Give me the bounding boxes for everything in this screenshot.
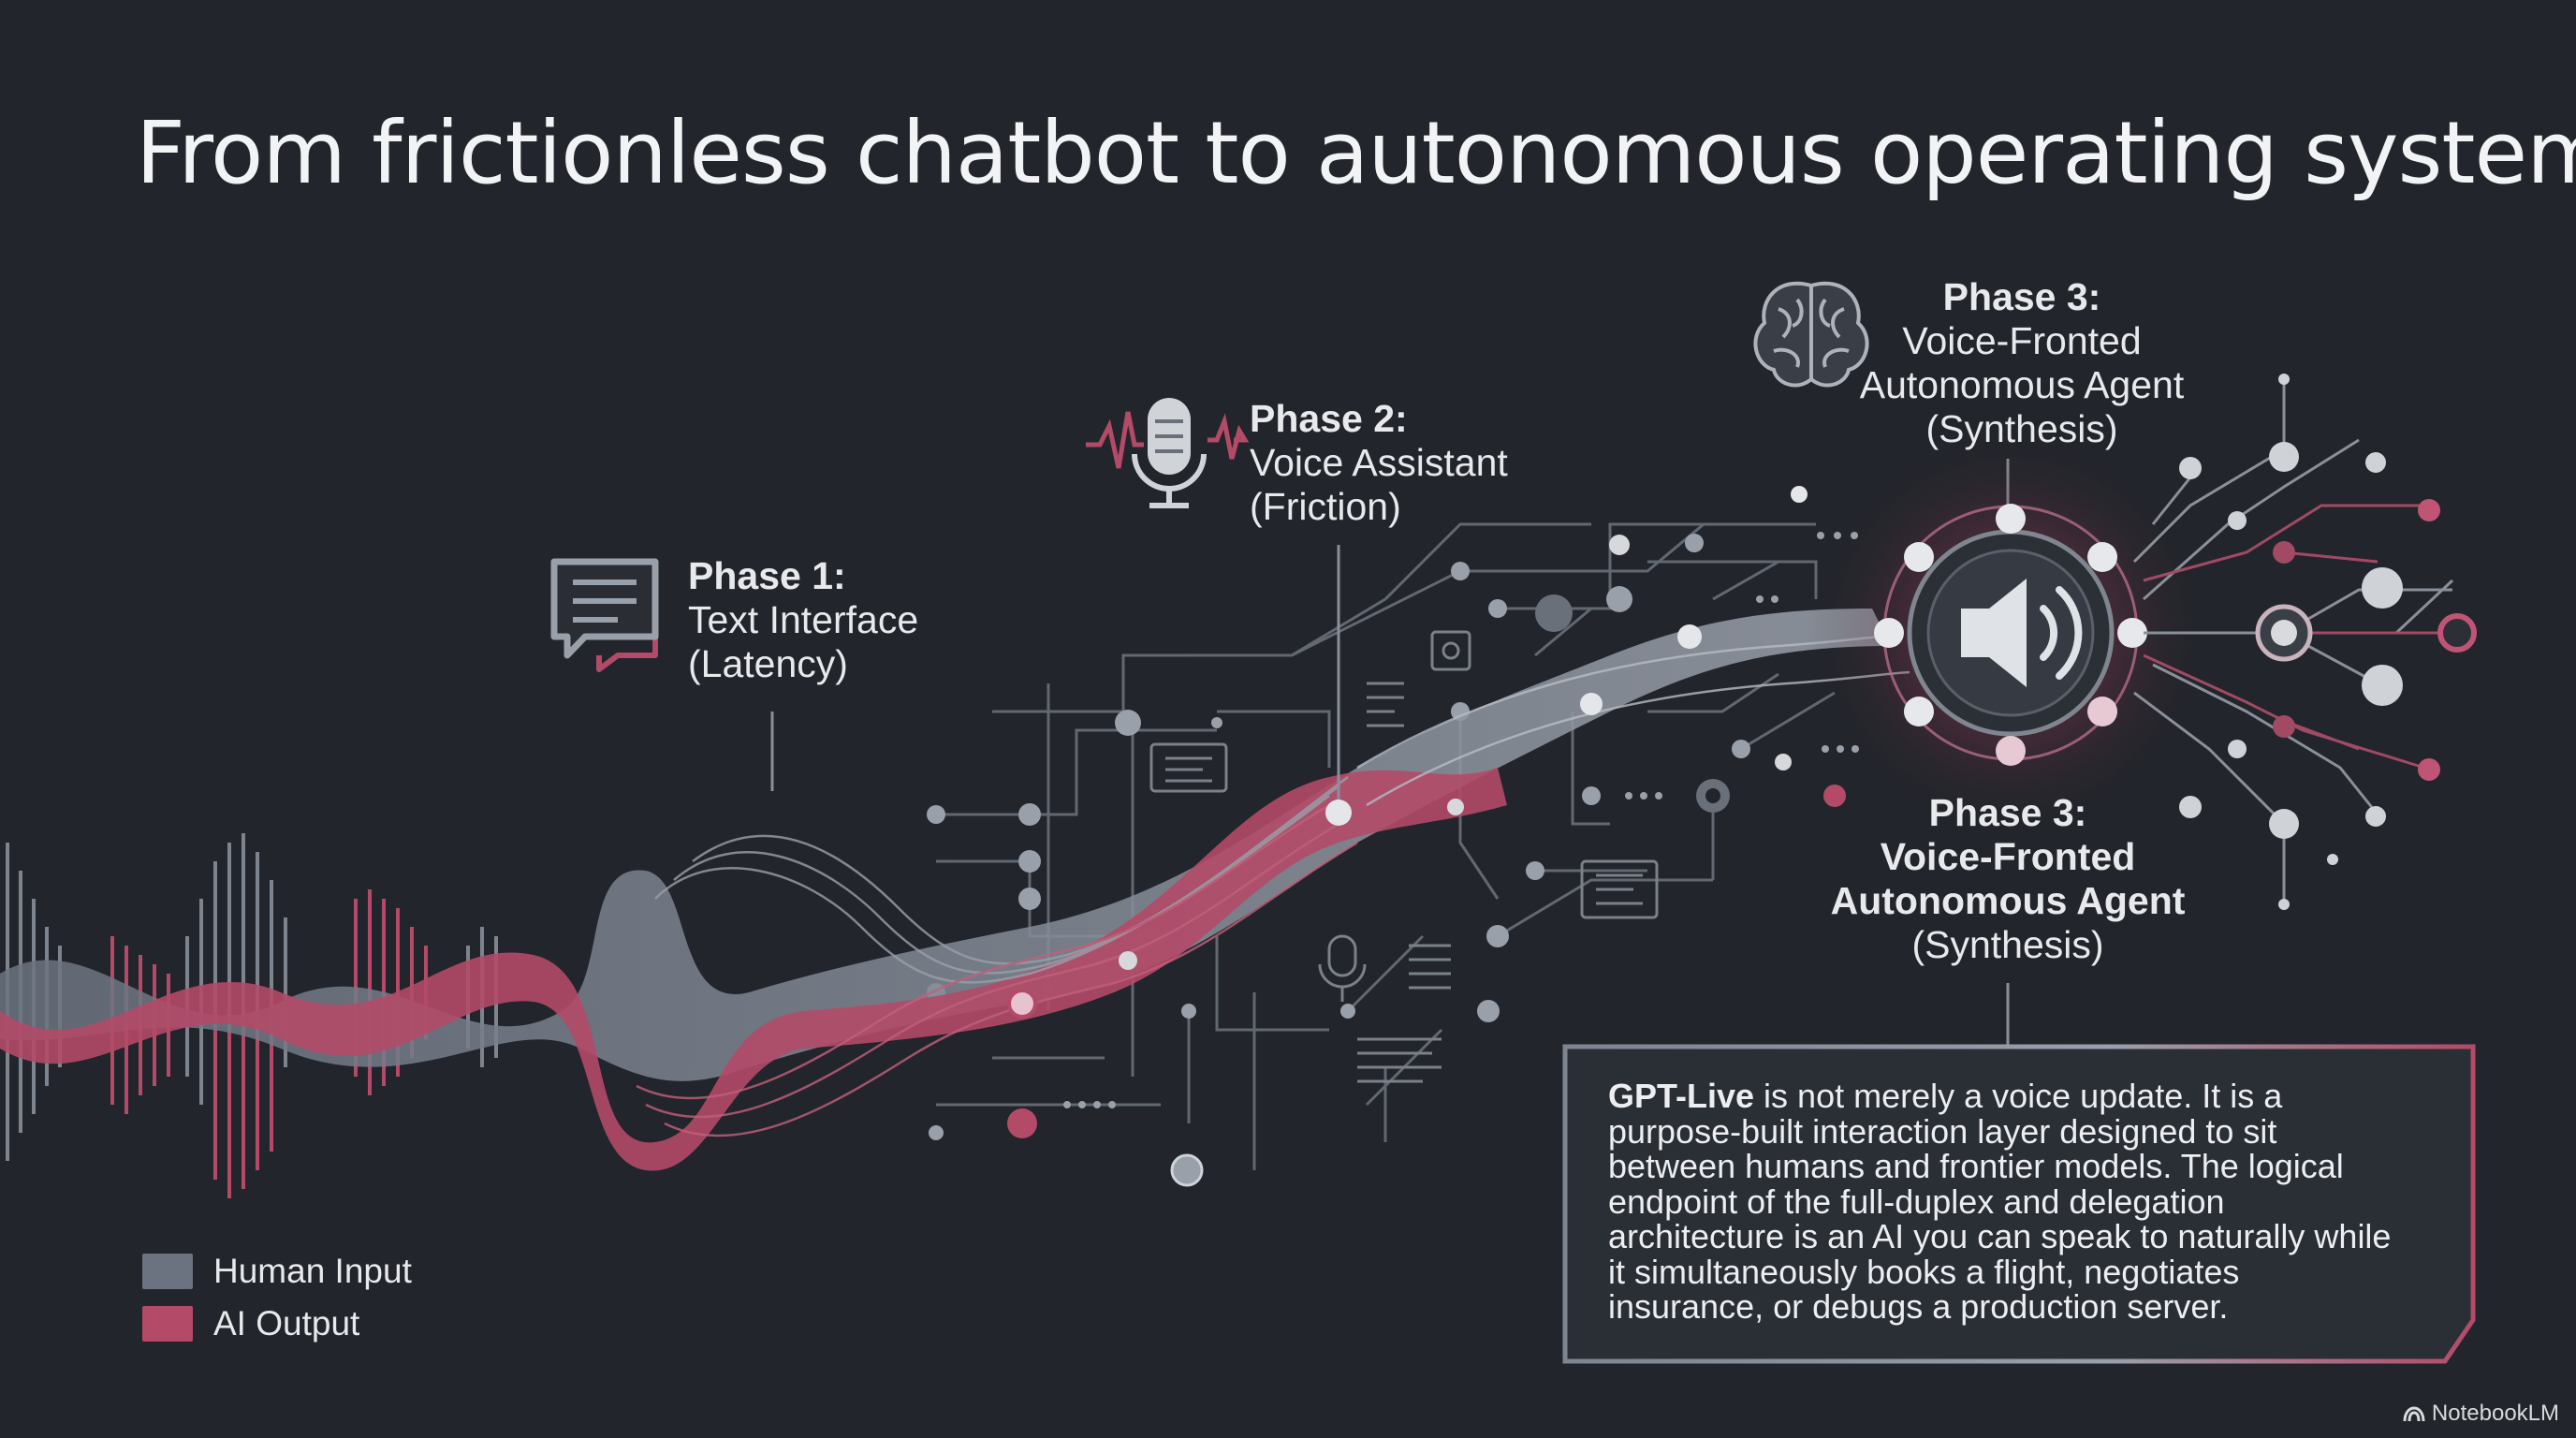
phase-3-bottom-line-2: Autonomous Agent <box>1830 879 2186 922</box>
phase-3-bottom-heading: Phase 3: <box>1928 791 2087 834</box>
phase-2-heading: Phase 2: <box>1250 397 1408 440</box>
callout-line-2: purpose-built interaction layer designed… <box>1608 1111 2277 1151</box>
legend-swatch-ai <box>142 1306 193 1342</box>
phase-1-heading: Phase 1: <box>688 554 846 597</box>
brand-label: NotebookLM <box>2431 1401 2559 1426</box>
legend-swatch-human <box>142 1254 193 1289</box>
output-nodes <box>2179 374 2477 910</box>
microphone-icon <box>1086 398 1250 508</box>
notebooklm-logo-icon <box>2403 1406 2425 1422</box>
callout-line-3: between humans and frontier models. The … <box>1608 1147 2344 1185</box>
callout-line-1: is not merely a voice update. It is a <box>1754 1077 2283 1115</box>
callout-text: GPT-Live is not merely a voice update. I… <box>1608 1078 2451 1325</box>
phase-3-line-3: (Synthesis) <box>1925 407 2118 450</box>
chat-bubble-icon <box>550 558 659 672</box>
callout-line-7: insurance, or debugs a production server… <box>1608 1287 2229 1326</box>
page-title: From frictionless chatbot to autonomous … <box>136 103 2576 203</box>
legend: Human Input AI Output <box>142 1245 412 1350</box>
phase-3-label: Phase 3: Voice-Fronted Autonomous Agent … <box>1853 275 2190 451</box>
legend-item-ai-output: AI Output <box>142 1298 412 1350</box>
legend-item-human-input: Human Input <box>142 1245 412 1298</box>
output-network <box>2132 374 2457 899</box>
phase-3-bottom-label: Phase 3: Voice-Fronted Autonomous Agent … <box>1811 791 2204 967</box>
phase-1-label: Phase 1: Text Interface (Latency) <box>688 554 918 686</box>
brand-mark: NotebookLM <box>2402 1401 2559 1427</box>
phase-3-heading: Phase 3: <box>1942 275 2101 318</box>
speaker-icon <box>1961 579 2083 687</box>
callout-line-6: it simultaneously books a flight, negoti… <box>1608 1252 2240 1291</box>
phase-3-line-1: Voice-Fronted <box>1902 319 2142 362</box>
callout-line-4: endpoint of the full-duplex and delegati… <box>1608 1181 2225 1221</box>
flow-nodes <box>1007 486 1846 1187</box>
legend-label-ai: AI Output <box>213 1304 360 1343</box>
callout-bold: GPT-Live <box>1608 1077 1755 1115</box>
callout-frame <box>1562 1044 2476 1364</box>
dot-ellipsis <box>1063 532 1859 1108</box>
phase-1-line-2: (Latency) <box>688 642 848 685</box>
phase-1-line-1: Text Interface <box>688 598 919 641</box>
phase-2-line-1: Voice Assistant <box>1250 441 1508 484</box>
legend-label-human: Human Input <box>213 1252 412 1290</box>
callout-line-5: architecture is an AI you can speak to n… <box>1608 1217 2392 1255</box>
phase-3-line-2: Autonomous Agent <box>1859 363 2185 406</box>
brain-icon <box>1753 281 1869 388</box>
ai-output-ribbon <box>0 768 1507 1171</box>
phase-3-bottom-line-3: (Synthesis) <box>1911 923 2104 966</box>
circuit-glyphs <box>1149 630 1659 1083</box>
phase-3-bottom-line-1: Voice-Fronted <box>1880 835 2136 878</box>
hub-nodes <box>1996 504 2026 534</box>
phase-2-label: Phase 2: Voice Assistant (Friction) <box>1250 397 1508 529</box>
phase-2-line-2: (Friction) <box>1250 485 1401 528</box>
